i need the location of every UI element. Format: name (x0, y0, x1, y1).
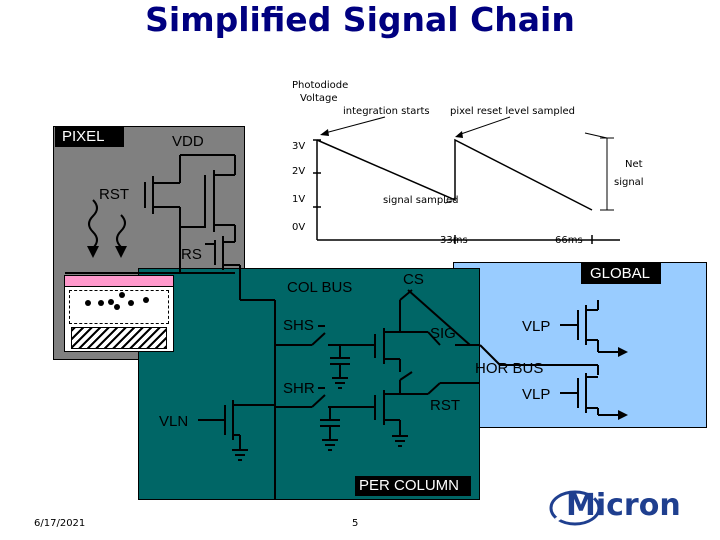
pixel-circuit (65, 154, 290, 500)
per-column-label-box (355, 476, 471, 496)
pixel-label: PIXEL (62, 128, 105, 145)
charge-dots (85, 292, 149, 310)
annotation-signal: signal (614, 177, 644, 188)
rs-label: RS (181, 246, 202, 263)
y-tick-1v: 1V (292, 194, 306, 205)
sensor-depletion-region (69, 290, 169, 324)
shr-label: SHR (283, 380, 315, 397)
slide-date: 6/17/2021 (34, 518, 86, 529)
cs-label: CS (403, 271, 424, 288)
light-arrow-1 (87, 246, 99, 258)
output-arrow-top (618, 347, 628, 357)
arrowhead-reset (455, 131, 463, 138)
vlp-top-label: VLP (522, 318, 551, 335)
slide-title: Simplified Signal Chain (145, 0, 575, 39)
y-tick-3v: 3V (292, 141, 306, 152)
hor-bus-label: HOR BUS (475, 360, 544, 377)
micron-logo-graphic (549, 490, 601, 526)
pixel-label-box (55, 126, 124, 147)
timing-graph (313, 138, 620, 244)
arrowhead-integration (320, 129, 329, 136)
light-arrow-2 (115, 246, 127, 258)
page-number: 5 (352, 518, 359, 529)
per-column-label: PER COLUMN (359, 477, 460, 494)
x-tick-33ms: 33ms (440, 235, 468, 246)
global-label-box (581, 263, 661, 284)
output-arrow-bottom (618, 410, 628, 420)
y-tick-2v: 2V (292, 166, 306, 177)
annotation-integration-starts: integration starts (343, 106, 430, 117)
col-bus-label: COL BUS (287, 279, 353, 296)
y-tick-0v: 0V (292, 222, 306, 233)
vln-label: VLN (159, 413, 189, 430)
vlp-bottom-label: VLP (522, 386, 551, 403)
annotation-reset-sampled: pixel reset level sampled (450, 106, 576, 117)
graph-y-title-line2: Voltage (300, 93, 338, 104)
annotation-signal-sampled: signal sampled (383, 195, 459, 206)
shs-label: SHS (283, 317, 314, 334)
global-label: GLOBAL (590, 265, 651, 282)
micron-logo-text: Micron (566, 488, 681, 523)
rst-column-label: RST (430, 397, 460, 414)
annotation-arrows (324, 116, 614, 211)
column-panel (138, 268, 480, 500)
sensor-pink-layer (65, 276, 173, 287)
light-rays (88, 199, 126, 249)
sensor-substrate (71, 327, 167, 349)
voltage-trace (316, 138, 593, 211)
column-circuit (198, 289, 555, 461)
annotation-net: Net (625, 159, 643, 170)
rst-pixel-label: RST (99, 186, 129, 203)
sig-label: SIG (430, 325, 456, 342)
global-panel (453, 262, 707, 428)
vdd-label: VDD (172, 133, 204, 150)
graph-y-title-line1: Photodiode (292, 80, 349, 91)
photodiode-sensor (64, 275, 174, 352)
global-circuit (555, 300, 618, 416)
x-tick-66ms: 66ms (555, 235, 583, 246)
